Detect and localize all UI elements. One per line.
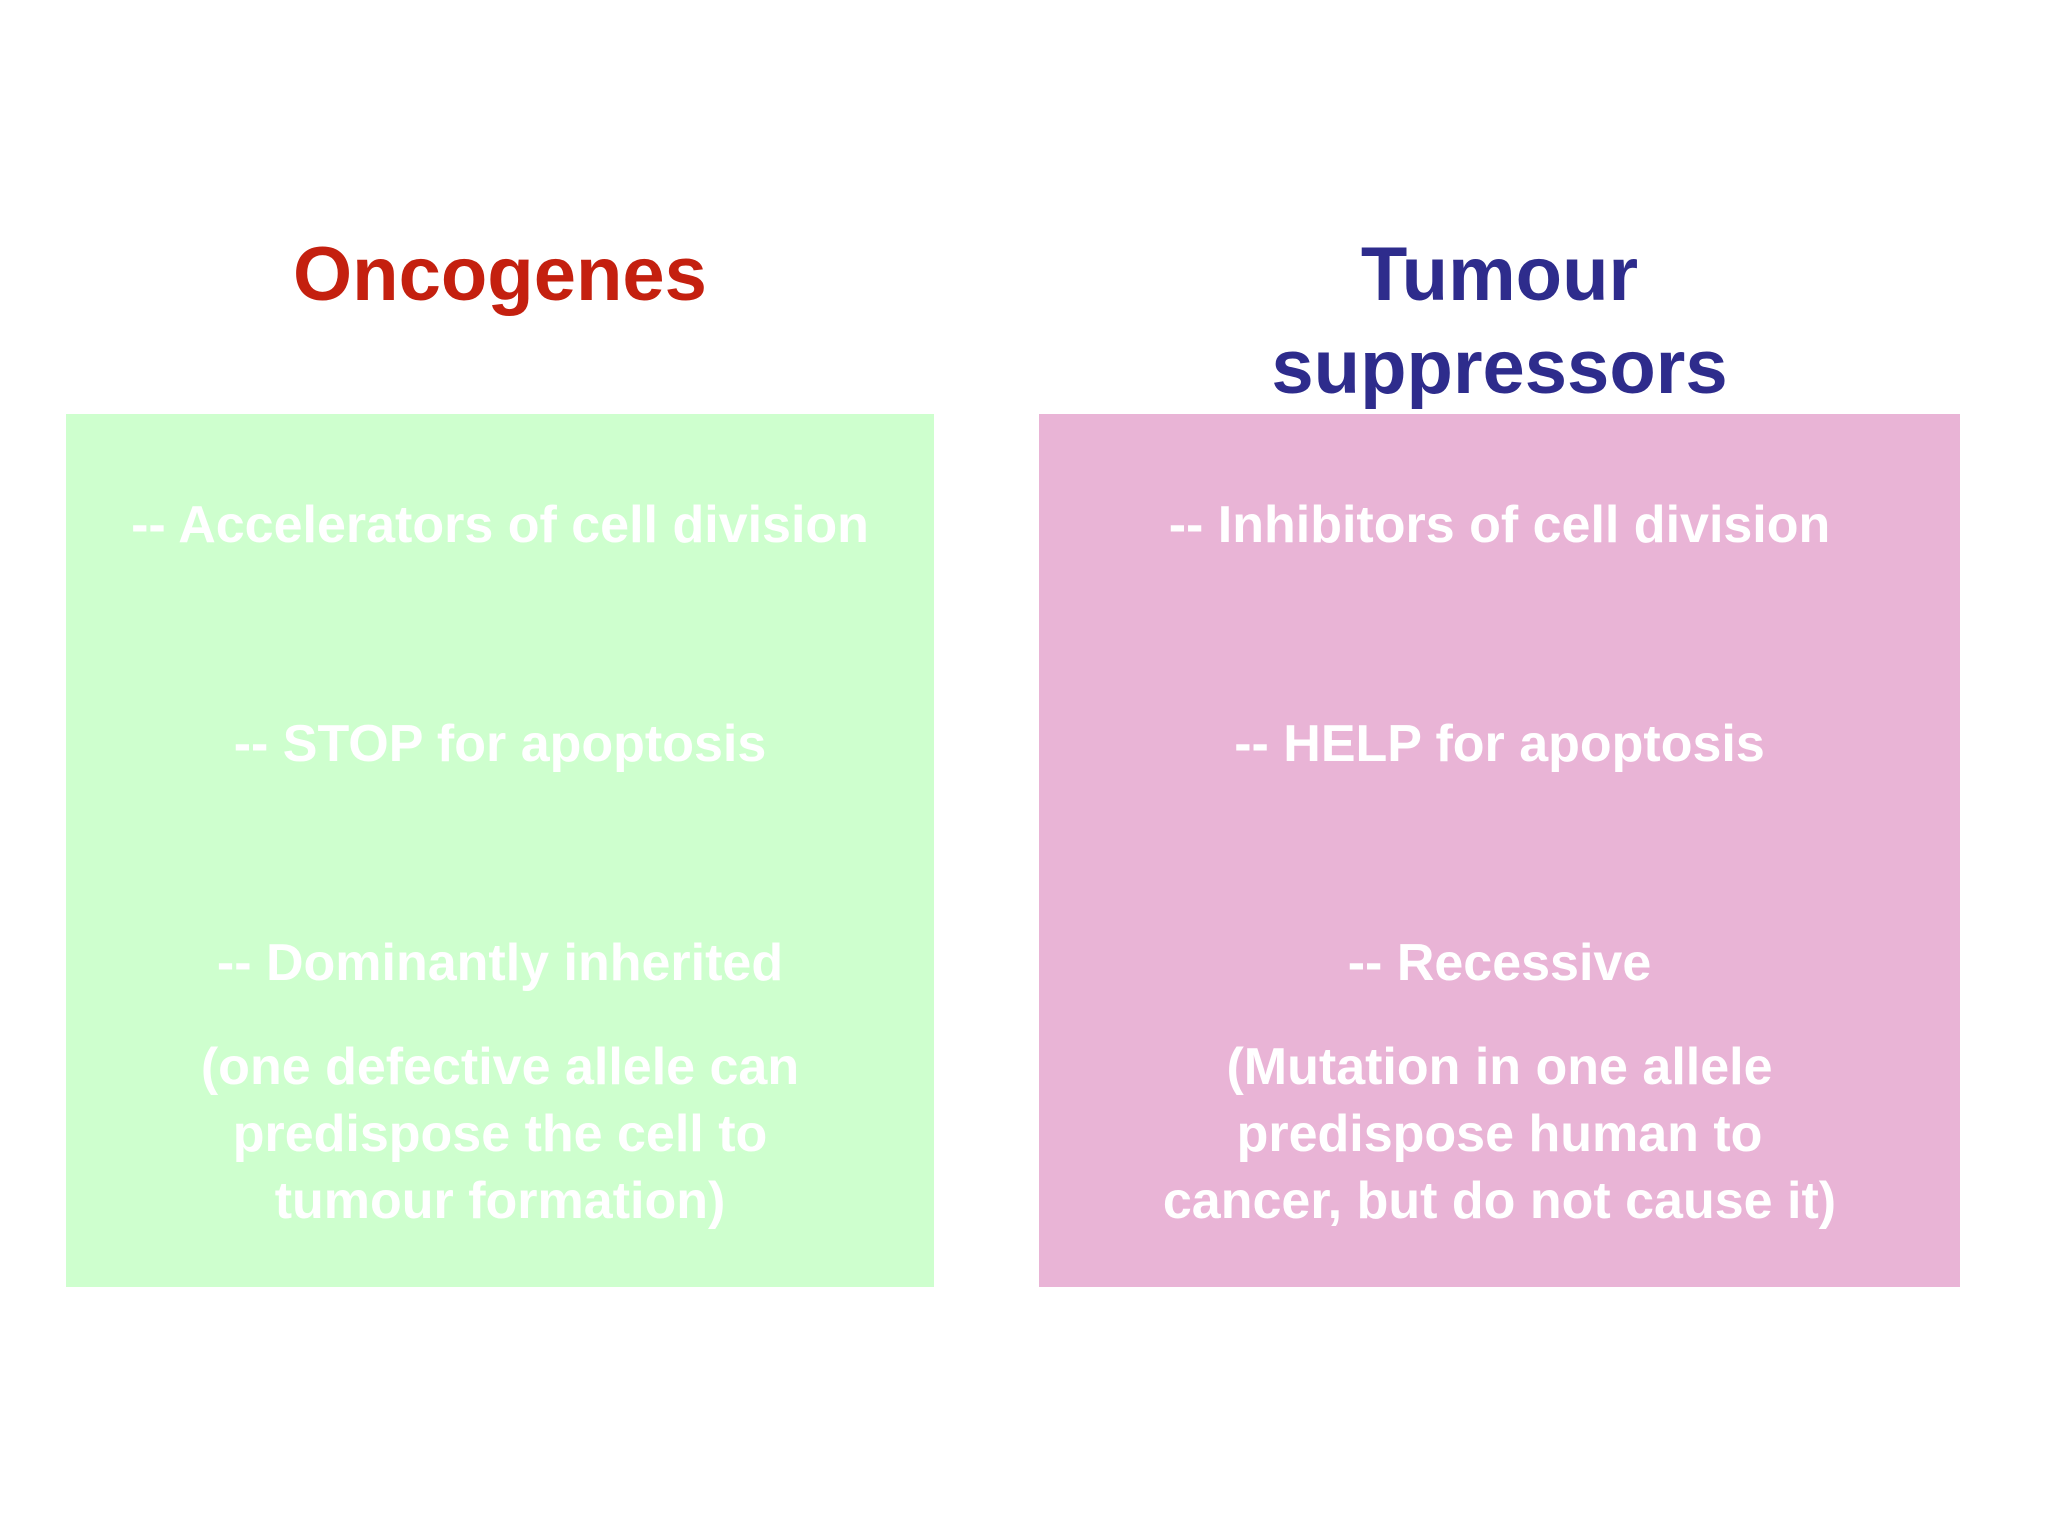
suppressors-note-line-3: cancer, but do not cause it) — [1162, 1172, 1837, 1230]
suppressors-point-recessive: -- Recessive — [1347, 934, 1652, 992]
oncogenes-point-apoptosis: -- STOP for apoptosis — [233, 715, 767, 773]
suppressors-note-line-2: predispose human to — [1236, 1105, 1763, 1163]
suppressors-title-line-2: suppressors — [1271, 325, 1728, 410]
oncogenes-title: Oncogenes — [293, 232, 707, 317]
oncogenes-panel: -- Accelerators of cell division -- STOP… — [66, 414, 934, 1287]
oncogenes-note: (one defective allele can predispose the… — [66, 1034, 934, 1235]
suppressors-note-line-1: (Mutation in one allele — [1226, 1038, 1773, 1096]
tumour-suppressors-title: Tumour suppressors — [1039, 228, 1960, 414]
oncogenes-point-accelerators: -- Accelerators of cell division — [131, 496, 869, 554]
oncogenes-note-line-1: (one defective allele can — [200, 1038, 800, 1096]
suppressors-point-inhibitors: -- Inhibitors of cell division — [1168, 496, 1831, 554]
suppressors-point-apoptosis: -- HELP for apoptosis — [1234, 715, 1765, 773]
oncogenes-note-line-2: predispose the cell to — [232, 1105, 768, 1163]
oncogenes-point-inheritance: -- Dominantly inherited — [216, 934, 784, 992]
oncogenes-note-line-3: tumour formation) — [274, 1172, 726, 1230]
suppressors-note: (Mutation in one allele predispose human… — [1039, 1034, 1960, 1235]
suppressors-title-line-1: Tumour — [1360, 232, 1639, 317]
tumour-suppressors-panel: -- Inhibitors of cell division -- HELP f… — [1039, 414, 1960, 1287]
